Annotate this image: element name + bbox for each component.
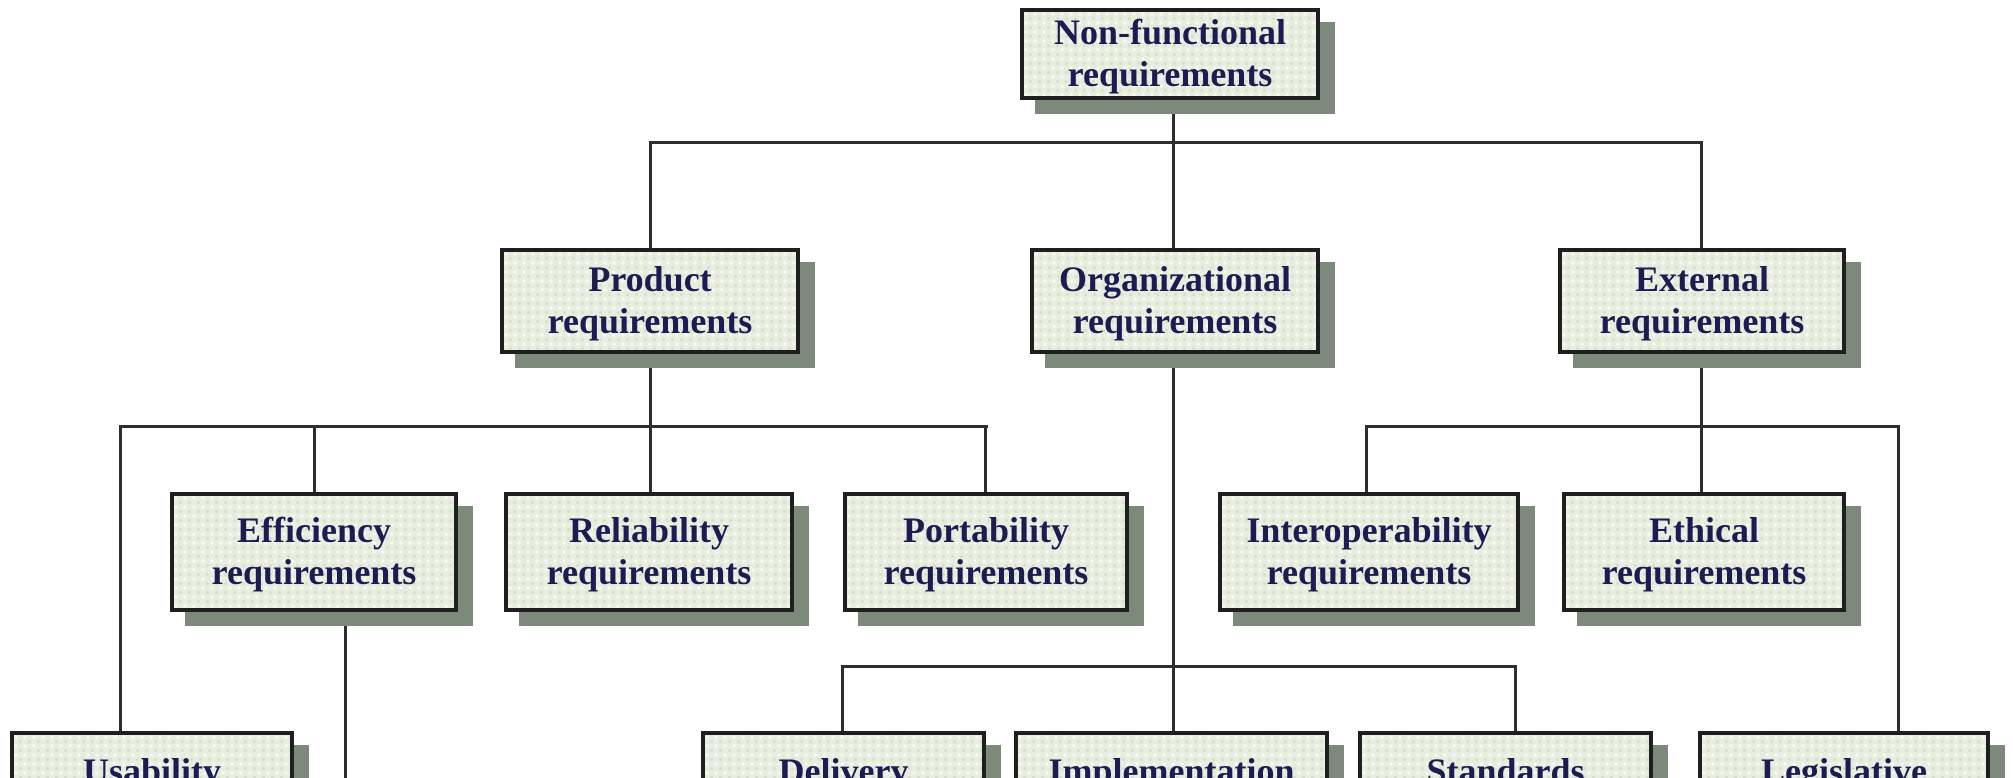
- connector-line: [649, 141, 1703, 144]
- node-label: Reliability requirements: [546, 510, 752, 592]
- connector-line: [1365, 425, 1900, 428]
- node-organizational: Organizational requirements: [1030, 248, 1320, 354]
- node-label: Organizational requirements: [1059, 259, 1291, 341]
- node-label: Standards: [1426, 751, 1585, 778]
- node-ethical: Ethical requirements: [1562, 492, 1846, 612]
- connector-line: [119, 425, 122, 731]
- connector-line: [1172, 354, 1175, 731]
- node-implementation: Implementation: [1014, 731, 1329, 778]
- connector-line: [841, 665, 1517, 668]
- node-external: External requirements: [1558, 248, 1846, 354]
- node-label: Legislative: [1761, 751, 1927, 778]
- node-efficiency: Efficiency requirements: [170, 492, 458, 612]
- connector-line: [1700, 141, 1703, 251]
- connector-line: [119, 425, 988, 428]
- node-label: Implementation: [1048, 751, 1295, 778]
- node-label: External requirements: [1599, 259, 1805, 341]
- node-label: Portability requirements: [883, 510, 1089, 592]
- node-non-functional: Non-functional requirements: [1020, 8, 1320, 100]
- node-label: Interoperability requirements: [1246, 510, 1492, 592]
- node-interoperability: Interoperability requirements: [1218, 492, 1520, 612]
- connector-line: [1365, 425, 1368, 494]
- node-product: Product requirements: [500, 248, 800, 354]
- connector-line: [1700, 354, 1703, 494]
- node-usability: Usability: [10, 731, 294, 778]
- connector-line: [649, 354, 652, 494]
- node-label: Efficiency requirements: [211, 510, 417, 592]
- node-label: Delivery: [778, 751, 909, 778]
- connector-line: [841, 665, 844, 731]
- node-delivery: Delivery: [701, 731, 986, 778]
- connector-line: [1172, 141, 1175, 251]
- node-portability: Portability requirements: [843, 492, 1129, 612]
- node-label: Non-functional requirements: [1053, 12, 1287, 94]
- node-standards: Standards: [1358, 731, 1653, 778]
- node-reliability: Reliability requirements: [504, 492, 794, 612]
- connector-line: [344, 610, 347, 778]
- connector-line: [649, 141, 652, 251]
- connector-line: [1172, 100, 1175, 144]
- connector-line: [1514, 665, 1517, 731]
- connector-line: [1897, 425, 1900, 731]
- node-label: Product requirements: [547, 259, 753, 341]
- node-legislative: Legislative: [1698, 731, 1990, 778]
- node-label: Usability: [82, 751, 222, 778]
- connector-line: [984, 425, 987, 494]
- node-label: Ethical requirements: [1601, 510, 1807, 592]
- connector-line: [313, 425, 316, 494]
